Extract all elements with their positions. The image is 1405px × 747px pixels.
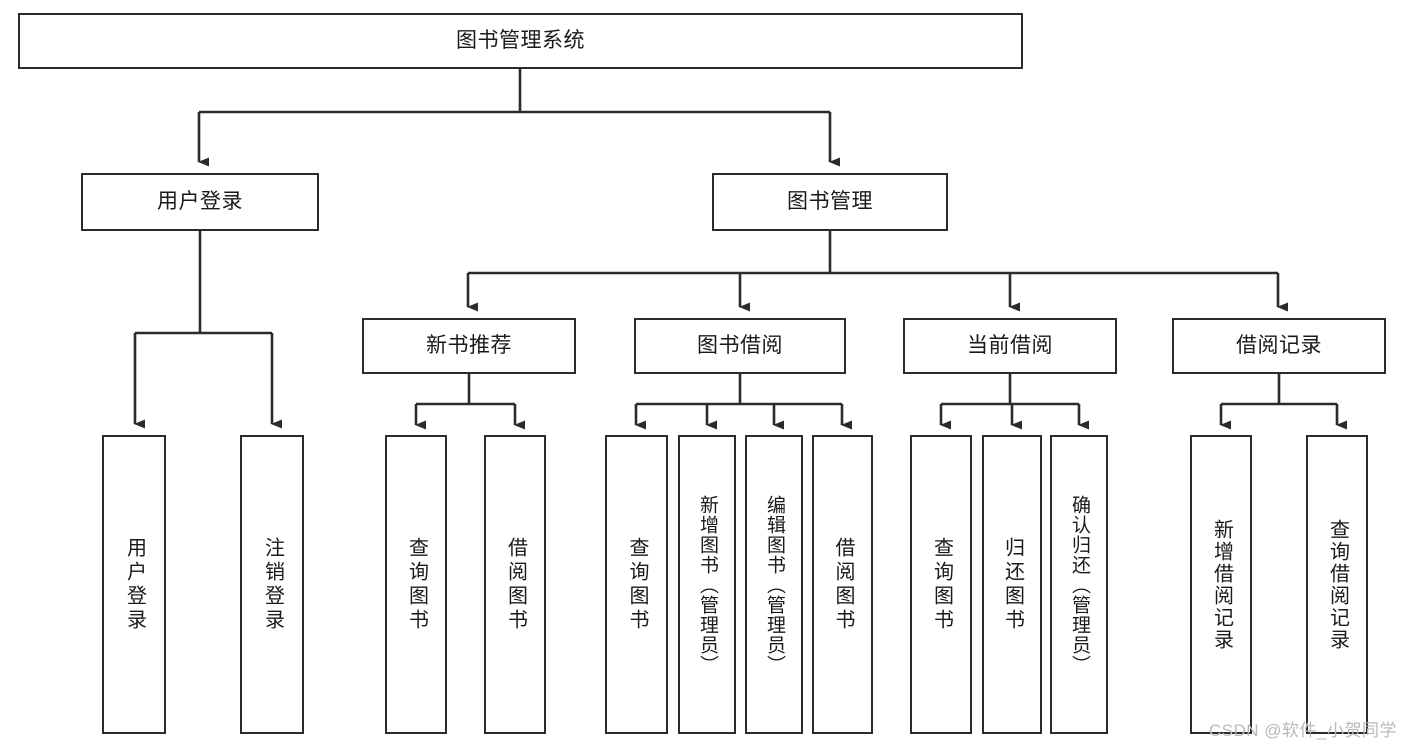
node-leaf-query-book-1-label: 查询图书 [405, 536, 428, 633]
node-current-borrow-label: 当前借阅 [967, 334, 1053, 358]
node-leaf-confirm-return-admin[interactable]: 确认归还（管理员） [1050, 435, 1108, 734]
node-leaf-query-book-2-label: 查询图书 [626, 536, 648, 633]
connectors-borrow-record [1219, 374, 1347, 430]
connectors-user-login [133, 231, 282, 429]
node-leaf-edit-book-admin[interactable]: 编辑图书（管理员） [745, 435, 803, 734]
node-user-login-label: 用户登录 [157, 190, 243, 214]
node-book-manage[interactable]: 图书管理 [712, 173, 948, 231]
csdn-watermark: CSDN @软件_小贺同学 [1208, 721, 1397, 740]
node-leaf-return-book[interactable]: 归还图书 [982, 435, 1042, 734]
node-leaf-borrow-book-2[interactable]: 借阅图书 [812, 435, 873, 734]
node-book-borrow[interactable]: 图书借阅 [634, 318, 846, 374]
node-root[interactable]: 图书管理系统 [18, 13, 1023, 69]
node-leaf-query-book-2[interactable]: 查询图书 [605, 435, 668, 734]
node-book-borrow-label: 图书借阅 [697, 334, 783, 358]
node-current-borrow[interactable]: 当前借阅 [903, 318, 1117, 374]
node-root-label: 图书管理系统 [456, 29, 585, 53]
node-leaf-return-book-label: 归还图书 [1001, 536, 1024, 633]
node-leaf-query-book-3[interactable]: 查询图书 [910, 435, 972, 734]
node-leaf-borrow-book-1[interactable]: 借阅图书 [484, 435, 546, 734]
node-leaf-query-book-3-label: 查询图书 [930, 536, 953, 633]
node-borrow-record-label: 借阅记录 [1236, 334, 1322, 358]
node-leaf-user-login[interactable]: 用户登录 [102, 435, 166, 734]
node-leaf-user-logout[interactable]: 注销登录 [240, 435, 304, 734]
node-leaf-query-borrow-record-label: 查询借阅记录 [1326, 518, 1349, 651]
node-leaf-add-book-admin[interactable]: 新增图书（管理员） [678, 435, 736, 734]
node-leaf-borrow-book-2-label: 借阅图书 [832, 536, 854, 633]
connectors-current-borrow [939, 374, 1089, 430]
node-leaf-edit-book-admin-label: 编辑图书（管理员） [763, 494, 785, 675]
node-borrow-record[interactable]: 借阅记录 [1172, 318, 1386, 374]
node-leaf-query-book-1[interactable]: 查询图书 [385, 435, 447, 734]
node-leaf-add-borrow-record[interactable]: 新增借阅记录 [1190, 435, 1252, 734]
node-leaf-user-logout-label: 注销登录 [261, 536, 284, 633]
node-leaf-add-book-admin-label: 新增图书（管理员） [696, 494, 718, 675]
node-leaf-borrow-book-1-label: 借阅图书 [504, 536, 527, 633]
node-leaf-add-borrow-record-label: 新增借阅记录 [1210, 518, 1233, 651]
connectors-book-manage [466, 231, 1288, 312]
connectors-book-borrow [634, 374, 852, 430]
node-user-login[interactable]: 用户登录 [81, 173, 319, 231]
node-book-manage-label: 图书管理 [787, 190, 873, 214]
node-leaf-user-login-label: 用户登录 [123, 536, 146, 633]
node-leaf-confirm-return-admin-label: 确认归还（管理员） [1068, 494, 1090, 675]
node-leaf-query-borrow-record[interactable]: 查询借阅记录 [1306, 435, 1368, 734]
connectors-new-book-recommend [414, 374, 525, 430]
connectors-root [197, 69, 840, 167]
node-new-book-recommend-label: 新书推荐 [426, 334, 512, 358]
node-new-book-recommend[interactable]: 新书推荐 [362, 318, 576, 374]
